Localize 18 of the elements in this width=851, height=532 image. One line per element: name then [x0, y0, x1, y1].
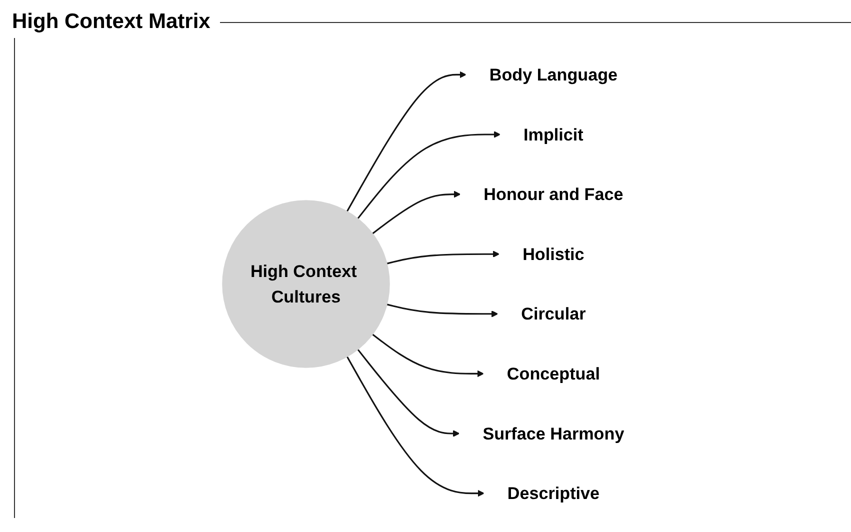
- node-text: Honour and Face: [484, 184, 624, 204]
- arrow: [357, 348, 460, 437]
- node-text: Descriptive: [507, 484, 600, 504]
- arrow: [386, 250, 500, 264]
- arrow: [346, 356, 484, 497]
- node-text: Circular: [521, 304, 586, 324]
- arrow: [357, 131, 501, 220]
- node-text: Body Language: [489, 64, 618, 84]
- arrow: [372, 334, 484, 378]
- arrow: [386, 304, 498, 318]
- node-circle: High Context Cultures: [222, 200, 390, 368]
- diagram-title: High Context Matrix: [12, 10, 210, 34]
- arrow: [372, 190, 461, 234]
- node-text: Conceptual: [506, 364, 600, 384]
- node-text: Holistic: [522, 244, 584, 264]
- node-text: Implicit: [524, 124, 584, 144]
- node-text: Surface Harmony: [482, 424, 624, 444]
- arrow: [346, 71, 466, 212]
